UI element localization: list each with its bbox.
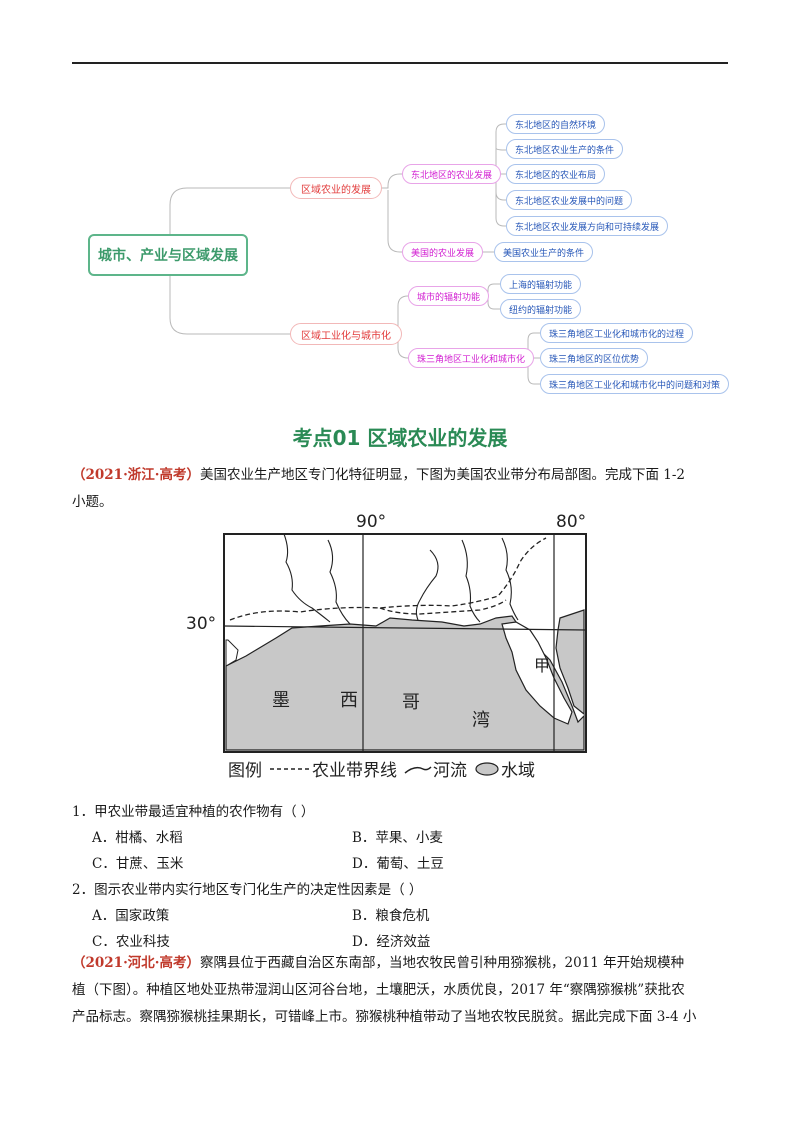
atlantic-water: [555, 609, 585, 716]
legend-boundary: 农业带界线: [312, 761, 397, 781]
dashed-line-icon: [270, 767, 310, 770]
mindmap-leaf: 珠三角地区工业化和城市化中的问题和对策: [540, 374, 730, 394]
question-1-option-b: B．苹果、小麦: [352, 830, 443, 846]
intro-text: 小题。: [72, 494, 113, 510]
longitude-90-label: 90°: [356, 512, 387, 532]
belt-jia-label: 甲: [534, 656, 551, 675]
latitude-30-label: 30°: [186, 614, 217, 634]
intro-paragraph-2: （2021·河北·高考）察隅县位于西藏自治区东南部，当地农牧民曾引种用猕猴桃，2…: [72, 950, 732, 1031]
question-1-option-a: A．柑橘、水稻: [92, 830, 183, 846]
question-1-stem: 1．甲农业带最适宜种植的农作物有（ ）: [72, 804, 315, 820]
mind-map-connectors: [169, 123, 540, 385]
intro-text: 植（下图）。种植区地处亚热带湿润山区河谷台地，土壤肥沃，水质优良，2017 年“…: [72, 982, 685, 998]
mindmap-leaf: 东北地区的自然环境: [506, 114, 606, 134]
map-graphic: [223, 533, 587, 753]
legend-water: 水域: [501, 761, 535, 781]
question-2-option-d: D．经济效益: [352, 934, 431, 950]
sea-char: 墨: [272, 690, 290, 711]
header-rule: [72, 62, 728, 64]
mindmap-branch-industrialization: 区域工业化与城市化: [290, 323, 402, 345]
mindmap-leaf: 东北地区的农业布局: [506, 164, 606, 184]
legend-river: 河流: [433, 761, 467, 781]
mindmap-leaf: 美国农业生产的条件: [494, 242, 594, 262]
question-2-option-c: C．农业科技: [92, 934, 170, 950]
agriculture-belt-map: 90° 80° 30° 甲 墨 西 哥 湾 图例 农业带界线 河流 水域: [180, 510, 620, 785]
question-2-stem: 2．图示农业带内实行地区专门化生产的决定性因素是（ ）: [72, 882, 423, 898]
source-tag: （2021·浙江·高考）: [72, 467, 200, 483]
water-icon: [475, 761, 499, 776]
question-2-option-b: B．粮食危机: [352, 908, 430, 924]
river-icon: [404, 765, 432, 774]
mindmap-branch-agriculture: 区域农业的发展: [290, 177, 382, 199]
intro-text: 察隅县位于西藏自治区东南部，当地农牧民曾引种用猕猴桃，2011 年开始规模种: [199, 955, 685, 971]
section-title: 考点01 区域农业的发展: [292, 426, 508, 450]
mindmap-leaf: 上海的辐射功能: [500, 274, 582, 294]
sea-char: 西: [340, 690, 358, 711]
mindmap-node-city-radiation: 城市的辐射功能: [408, 286, 490, 306]
mindmap-leaf: 东北地区农业发展方向和可持续发展: [506, 216, 669, 236]
legend-title: 图例: [228, 761, 262, 781]
gulf-water: [225, 615, 585, 751]
intro-text: 美国农业生产地区专门化特征明显，下图为美国农业带分布局部图。完成下面 1-2: [199, 467, 686, 483]
longitude-80-label: 80°: [556, 512, 587, 532]
sea-char: 哥: [402, 692, 420, 713]
intro-paragraph-1: （2021·浙江·高考）美国农业生产地区专门化特征明显，下图为美国农业带分布局部…: [72, 462, 732, 516]
mindmap-leaf: 珠三角地区工业化和城市化的过程: [540, 323, 694, 343]
mindmap-leaf: 东北地区农业发展中的问题: [506, 190, 633, 210]
source-tag: （2021·河北·高考）: [72, 955, 200, 971]
mindmap-node-prd: 珠三角地区工业化和城市化: [408, 348, 535, 368]
question-2-option-a: A．国家政策: [92, 908, 170, 924]
mindmap-node-usa: 美国的农业发展: [402, 242, 484, 262]
question-1-option-d: D．葡萄、土豆: [352, 856, 444, 872]
map-legend: 图例 农业带界线 河流 水域: [228, 756, 541, 781]
mindmap-leaf: 纽约的辐射功能: [500, 299, 582, 319]
question-1-option-c: C．甘蔗、玉米: [92, 856, 184, 872]
mindmap-node-northeast: 东北地区的农业发展: [402, 164, 502, 184]
mindmap-leaf: 东北地区农业生产的条件: [506, 139, 624, 159]
sea-char: 湾: [472, 710, 490, 731]
mind-map: 城市、产业与区域发展 区域农业的发展 区域工业化与城市化 东北地区的农业发展 美…: [0, 0, 800, 420]
mindmap-root: 城市、产业与区域发展: [88, 234, 248, 276]
mindmap-leaf: 珠三角地区的区位优势: [540, 348, 649, 368]
intro-text: 产品标志。察隅猕猴桃挂果期长，可错峰上市。猕猴桃种植带动了当地农牧民脱贫。据此完…: [72, 1009, 697, 1025]
